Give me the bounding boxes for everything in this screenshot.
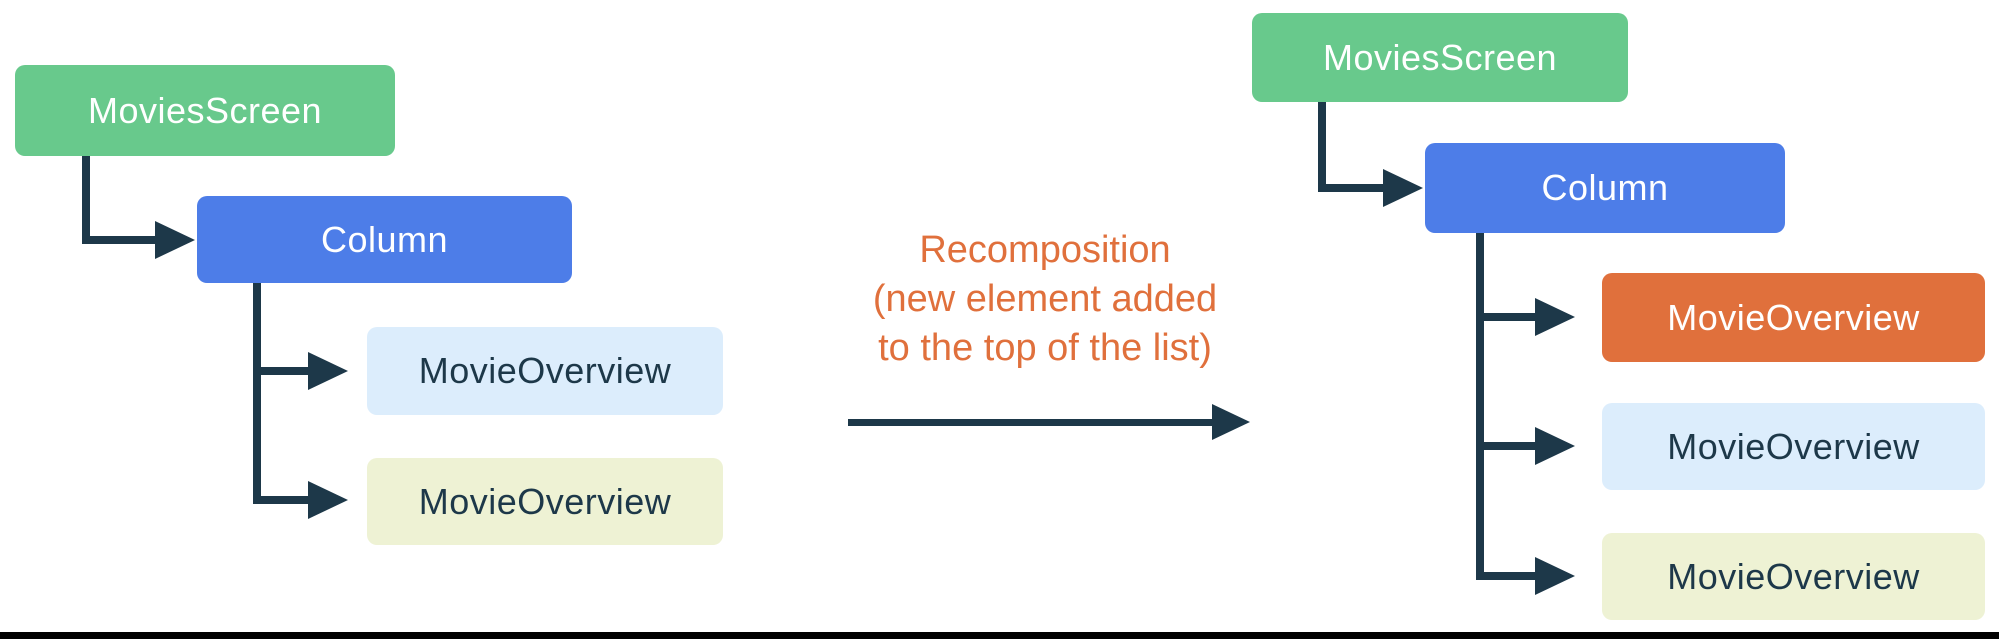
caption-line-1: Recomposition (919, 229, 1171, 271)
left-column-node: Column (197, 196, 572, 283)
recomposition-caption: Recomposition (new element added to the … (830, 226, 1260, 373)
left-branch2-line (253, 496, 312, 504)
right-movieoverview-label-1: MovieOverview (1667, 296, 1920, 338)
caption-line-2: (new element added (872, 278, 1218, 320)
right-column-trunk-line (1476, 233, 1484, 580)
left-moviesscreen-node: MoviesScreen (15, 65, 395, 156)
caption-line-3: to the top of the list) (878, 327, 1212, 369)
right-moviesscreen-label: MoviesScreen (1322, 36, 1558, 78)
right-root-arrow-icon (1383, 169, 1423, 207)
right-movieoverview-node-3: MovieOverview (1602, 533, 1985, 620)
right-column-label: Column (1541, 167, 1669, 208)
right-column-node: Column (1425, 143, 1785, 233)
right-branch2-line (1476, 442, 1537, 450)
right-branch1-line (1476, 313, 1537, 321)
recomposition-arrow-shaft (848, 419, 1214, 426)
right-movieoverview-node-2: MovieOverview (1602, 403, 1985, 490)
right-branch2-arrow-icon (1535, 427, 1575, 465)
left-moviesscreen-label: MoviesScreen (87, 89, 323, 131)
right-root-connector-horizontal (1318, 184, 1385, 192)
left-root-connector-horizontal (82, 236, 157, 244)
left-movieoverview-node-1: MovieOverview (367, 327, 723, 415)
right-branch3-line (1476, 572, 1537, 580)
left-branch2-arrow-icon (308, 481, 348, 519)
left-movieoverview-label-2: MovieOverview (418, 480, 672, 522)
right-movieoverview-label-3: MovieOverview (1667, 555, 1920, 597)
left-movieoverview-node-2: MovieOverview (367, 458, 723, 545)
left-column-label: Column (320, 218, 449, 260)
left-root-connector-vertical (82, 156, 90, 244)
left-movieoverview-label-1: MovieOverview (418, 350, 672, 391)
recomposition-arrow-icon (1212, 404, 1250, 440)
left-branch1-line (253, 367, 312, 375)
right-moviesscreen-node: MoviesScreen (1252, 13, 1628, 102)
left-root-arrow-icon (155, 221, 195, 259)
right-movieoverview-label-2: MovieOverview (1667, 425, 1920, 467)
left-branch1-arrow-icon (308, 352, 348, 390)
right-branch1-arrow-icon (1535, 298, 1575, 336)
right-branch3-arrow-icon (1535, 557, 1575, 595)
bottom-border-line (0, 632, 1999, 639)
right-movieoverview-node-1-new: MovieOverview (1602, 273, 1985, 362)
left-column-trunk-line (253, 283, 261, 504)
right-root-connector-vertical (1318, 102, 1326, 192)
